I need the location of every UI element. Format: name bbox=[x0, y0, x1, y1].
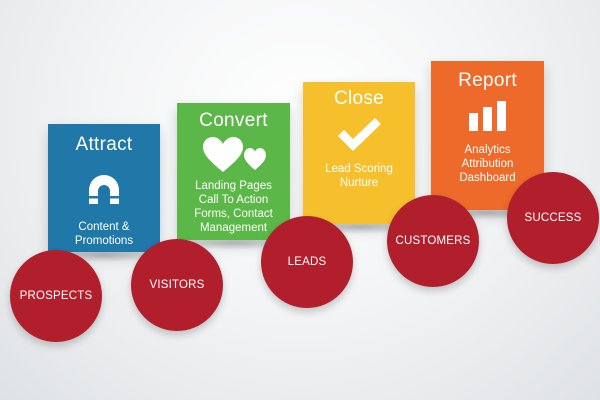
card-title: Attract bbox=[75, 134, 133, 155]
card-description: Landing Pages Call To Action Forms, Cont… bbox=[177, 179, 290, 235]
stage-circle-leads: LEADS bbox=[261, 216, 353, 308]
hearts-icon bbox=[201, 136, 267, 174]
card-close: Close Lead Scoring Nurture bbox=[303, 82, 415, 224]
checkmark-icon bbox=[334, 116, 384, 154]
card-line: Dashboard bbox=[459, 172, 516, 184]
card-line: Forms, Contact bbox=[194, 208, 273, 220]
stage-circle-visitors: VISITORS bbox=[131, 239, 223, 331]
card-title: Close bbox=[333, 88, 385, 109]
stage-circle-customers: CUSTOMERS bbox=[387, 195, 479, 287]
card-description: Analytics Attribution Dashboard bbox=[431, 143, 544, 185]
card-description: Content & Promotions bbox=[48, 220, 160, 248]
stage-label: CUSTOMERS bbox=[395, 235, 471, 247]
stage-circle-prospects: PROSPECTS bbox=[10, 250, 102, 342]
card-line: Management bbox=[199, 222, 268, 234]
stage-label: VISITORS bbox=[149, 279, 205, 291]
magnet-icon bbox=[86, 174, 122, 204]
card-title: Convert bbox=[199, 110, 268, 131]
card-description: Lead Scoring Nurture bbox=[303, 162, 415, 190]
card-line: Promotions bbox=[74, 235, 134, 247]
stage-label: PROSPECTS bbox=[19, 290, 93, 302]
card-line: Nurture bbox=[339, 177, 379, 189]
stage-circle-success: SUCCESS bbox=[507, 172, 599, 264]
card-line: Analytics bbox=[464, 144, 511, 156]
card-line: Lead Scoring bbox=[325, 163, 393, 175]
card-line: Landing Pages bbox=[195, 180, 272, 192]
card-title: Report bbox=[458, 70, 517, 91]
card-attract: Attract Content & Promotions bbox=[48, 124, 160, 252]
card-convert: Convert Landing Pages Call To Action For… bbox=[177, 103, 290, 240]
stage-label: SUCCESS bbox=[524, 212, 582, 224]
card-line: Attribution bbox=[461, 158, 514, 170]
card-line: Content & bbox=[78, 221, 130, 233]
stage-label: LEADS bbox=[287, 256, 327, 268]
bar-chart-icon bbox=[466, 101, 510, 131]
card-line: Call To Action bbox=[198, 194, 269, 206]
